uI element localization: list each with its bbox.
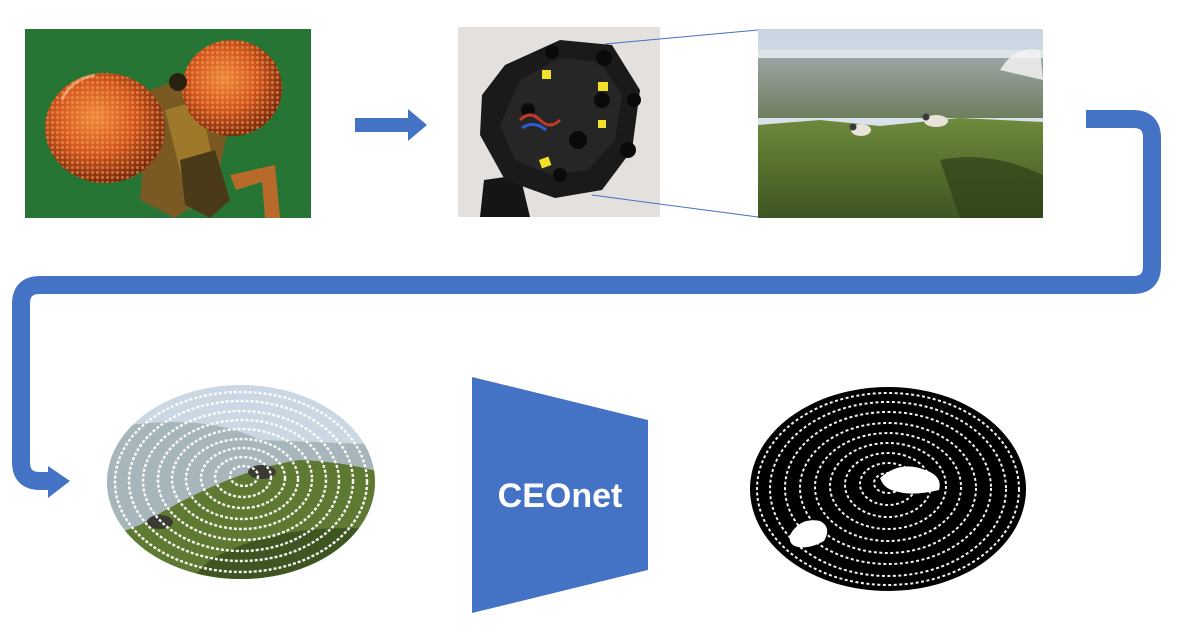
spiral-sampled-image bbox=[107, 385, 375, 579]
right-arrow-icon bbox=[355, 109, 427, 141]
zoom-line-top bbox=[604, 29, 759, 45]
ceonet-encoder-block bbox=[472, 377, 648, 613]
elbow-connector-arrow bbox=[12, 110, 1161, 498]
spiral-segmentation-mask bbox=[750, 387, 1026, 591]
hillside-sheep-photo bbox=[758, 29, 1043, 218]
insect-compound-eye-photo bbox=[25, 29, 311, 218]
zoom-line-bottom bbox=[591, 194, 759, 218]
camera-rig-photo bbox=[458, 27, 660, 217]
